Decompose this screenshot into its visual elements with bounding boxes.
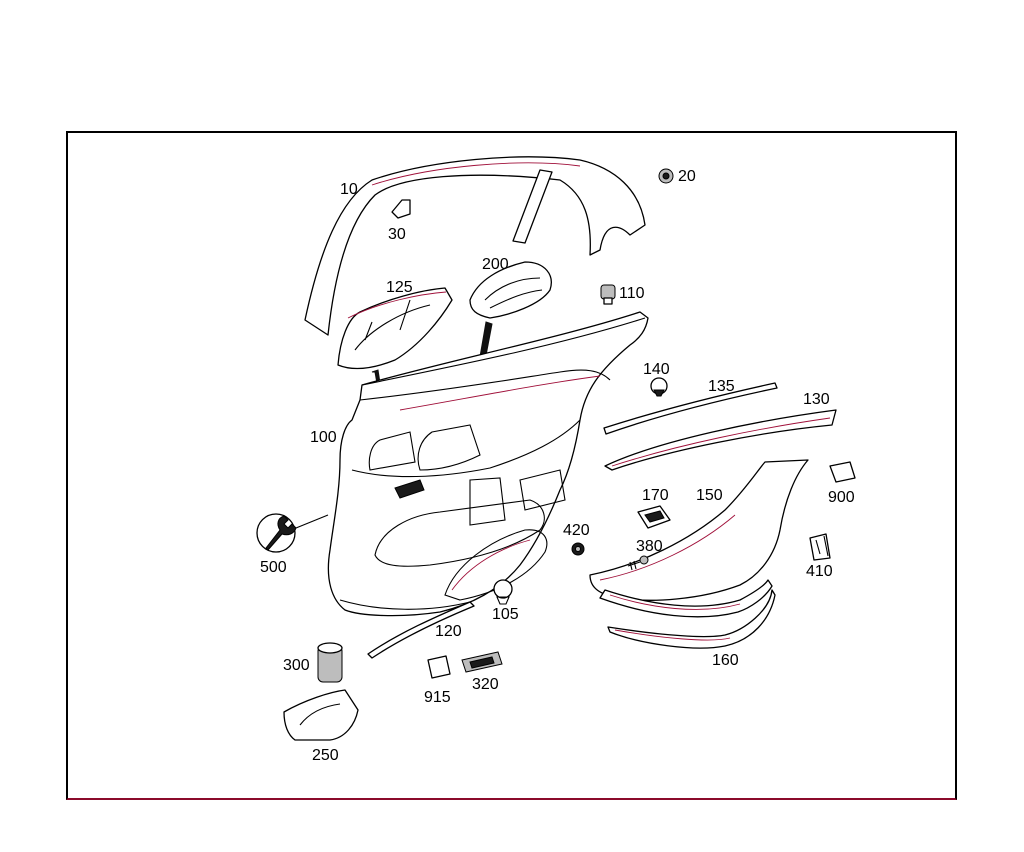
label-320: 320 (472, 676, 499, 693)
label-200: 200 (482, 256, 509, 273)
part-410-bracket[interactable] (809, 533, 831, 561)
diagram-frame (66, 131, 957, 800)
part-110-bolt[interactable] (600, 284, 616, 305)
part-300-cylinder[interactable] (317, 642, 343, 683)
part-135-trim-strip[interactable] (603, 382, 778, 435)
part-150-armrest-panel[interactable] (589, 459, 809, 601)
part-420-grommet[interactable] (571, 542, 585, 556)
part-20-nut[interactable] (658, 168, 674, 184)
part-10-window-trim[interactable] (304, 156, 646, 336)
label-110: 110 (619, 285, 645, 302)
label-250: 250 (312, 747, 339, 764)
label-10: 10 (340, 181, 358, 198)
label-900: 900 (828, 489, 855, 506)
label-125: 125 (386, 279, 413, 296)
label-500: 500 (260, 559, 287, 576)
part-170-switch[interactable] (637, 505, 671, 529)
part-900-tag[interactable] (829, 461, 856, 483)
label-170: 170 (642, 487, 669, 504)
part-120-seal-strip[interactable] (367, 601, 475, 659)
part-250-handle-cover[interactable] (283, 689, 359, 741)
label-20: 20 (678, 168, 696, 185)
part-30-clip[interactable] (391, 199, 411, 219)
part-125-handle-bracket[interactable] (337, 287, 453, 370)
label-140: 140 (643, 361, 670, 378)
part-130-long-trim[interactable] (604, 409, 837, 471)
part-320-connector[interactable] (461, 651, 503, 673)
part-105-clip[interactable] (493, 579, 513, 605)
label-105: 105 (492, 606, 519, 623)
label-150: 150 (696, 487, 723, 504)
label-915: 915 (424, 689, 451, 706)
label-380: 380 (636, 538, 663, 555)
label-160: 160 (712, 652, 739, 669)
label-100: 100 (310, 429, 337, 446)
label-300: 300 (283, 657, 310, 674)
label-120: 120 (435, 623, 462, 640)
part-915-flag[interactable] (427, 655, 451, 679)
label-135: 135 (708, 378, 735, 395)
part-100-door-panel[interactable] (327, 311, 649, 617)
label-420: 420 (563, 522, 590, 539)
part-500-tool-icon[interactable] (256, 513, 329, 553)
label-410: 410 (806, 563, 833, 580)
part-160-lower-trim[interactable] (599, 579, 776, 649)
part-380-screw[interactable] (627, 555, 649, 571)
label-130: 130 (803, 391, 830, 408)
part-140-clip[interactable] (650, 377, 668, 397)
label-30: 30 (388, 226, 406, 243)
part-200-handle-bracket[interactable] (469, 261, 552, 319)
